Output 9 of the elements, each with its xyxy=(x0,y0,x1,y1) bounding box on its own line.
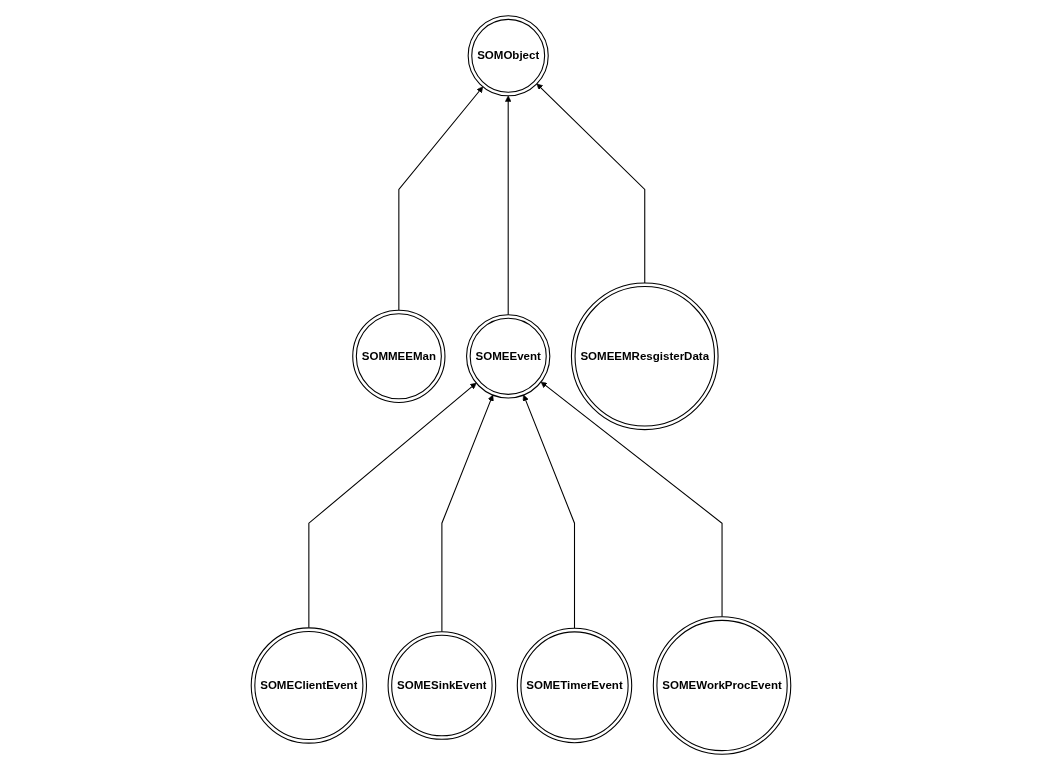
node-circle: SOMEEMResgisterData xyxy=(570,282,719,431)
arrow xyxy=(522,394,576,629)
arrow xyxy=(505,95,512,316)
arrow xyxy=(308,382,477,629)
arrow xyxy=(540,381,723,618)
arrow xyxy=(536,83,646,284)
arrow xyxy=(441,394,494,633)
arrow xyxy=(398,86,484,311)
node-circle: SOMETimerEvent xyxy=(516,627,633,744)
